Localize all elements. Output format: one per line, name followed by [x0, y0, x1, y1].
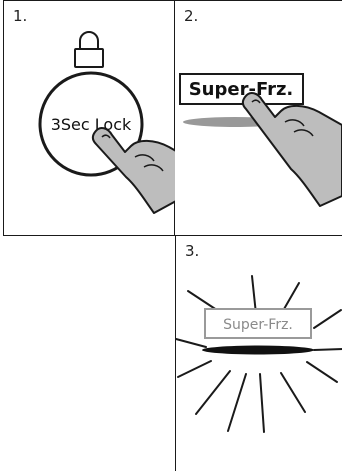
step-3-panel: 3. Super-Frz. — [175, 236, 342, 471]
lock-button-label: 3Sec Lock — [51, 115, 132, 134]
step-3-illustration: Super-Frz. — [176, 236, 342, 471]
step-2-panel: 2. Super-Frz. — [175, 0, 342, 236]
super-frz-button-label: Super-Frz. — [189, 79, 294, 100]
finger-press-icon — [243, 93, 342, 206]
super-frz-display-label: Super-Frz. — [223, 317, 293, 333]
padlock-icon — [75, 32, 103, 67]
step-1-panel: 1. 3Sec Lock — [3, 0, 175, 236]
activated-bar — [202, 346, 314, 355]
step-1-illustration: 3Sec Lock — [4, 1, 176, 237]
step-2-illustration: Super-Frz. — [175, 1, 342, 237]
